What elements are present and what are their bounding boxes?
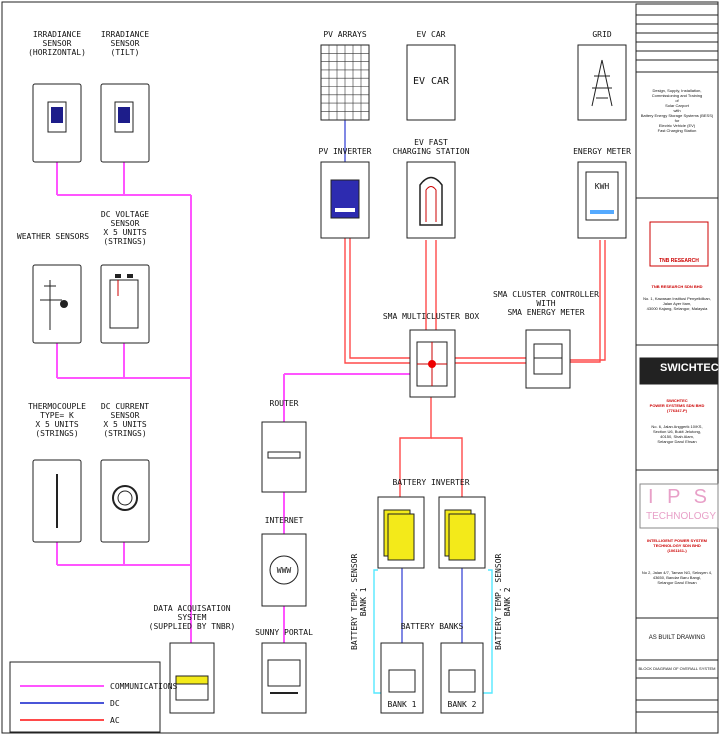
thermocouple-label: THERMOCOUPLE TYPE= K X 5 UNITS (STRINGS): [28, 402, 86, 438]
legend-label-dc: DC: [110, 699, 120, 708]
cluster-controller-label: SMA CLUSTER CONTROLLER WITH SMA ENERGY M…: [493, 290, 599, 317]
sunny-portal: [261, 642, 307, 714]
internet-label: INTERNET: [264, 516, 304, 525]
multicluster-label: SMA MULTICLUSTER BOX: [382, 312, 480, 321]
legend-label-communications: COMMUNICATIONS: [110, 682, 178, 691]
ev-car-box: [406, 44, 456, 121]
client-address: No. 1, Kawasan Institusi Penyelidikan, J…: [643, 296, 711, 311]
drawing-status: AS BUILT DRAWING: [648, 635, 706, 641]
project-description: Design, Supply, Installation, Commission…: [640, 88, 714, 133]
contractor-logo: SWICHTEC: [660, 362, 719, 374]
sma-cluster-controller: [525, 329, 571, 389]
client-logo: TNB RESEARCH: [659, 258, 699, 264]
communication-lines: [56, 162, 410, 643]
grid-box: [577, 44, 627, 121]
internet: [261, 533, 307, 607]
weather-sensors-label: WEATHER SENSORS: [16, 232, 90, 241]
battery-inverter-2: [438, 496, 486, 569]
legend-label-ac: AC: [110, 716, 120, 725]
dc-current-label: DC CURRENT SENSOR X 5 UNITS (STRINGS): [100, 402, 150, 438]
pv-arrays: [320, 44, 370, 121]
pv-arrays-label: PV ARRAYS: [323, 30, 367, 39]
consultant-address: No 2, Jalan 4/7, Taman NG, Seksyen 4, 43…: [641, 570, 713, 585]
weather-sensors: [32, 264, 82, 344]
www-label: WWW: [276, 566, 292, 575]
title-block: [635, 3, 719, 734]
consultant-logo-top: I P S: [648, 486, 711, 508]
battery-bank-2: [440, 642, 484, 714]
router: [261, 421, 307, 493]
drawing-title: BLOCK DIAGRAM OF OVERALL SYSTEM: [638, 666, 716, 671]
irradiance-sensor-horizontal: [32, 83, 82, 163]
dc-current-sensor: [100, 459, 150, 543]
router-label: ROUTER: [269, 399, 299, 408]
pv-inverter: [320, 161, 370, 239]
ev-car-box-label: EV CAR: [412, 76, 450, 87]
bank1-label: BANK 1: [387, 700, 417, 709]
consultant-name: INTELLIGENT POWER SYSTEM TECHNOLOGY SDN …: [646, 538, 707, 553]
temp-sensor-2-label: BATTERY TEMP. SENSOR BANK 2: [494, 553, 512, 650]
dc-lines: [344, 120, 463, 643]
battery-inverter-label: BATTERY INVERTER: [392, 478, 470, 487]
irradiance-horizontal-label: IRRADIANCE SENSOR (HORIZONTAL): [28, 30, 86, 57]
dc-voltage-sensor: [100, 264, 150, 344]
client-name: TNB RESEARCH SDN BHD: [651, 284, 703, 289]
ev-fast-label: EV FAST CHARGING STATION: [392, 138, 470, 156]
ev-car-label: EV CAR: [416, 30, 446, 39]
bank2-label: BANK 2: [447, 700, 477, 709]
legend: [9, 661, 161, 733]
battery-inverter-1: [377, 496, 425, 569]
irradiance-sensor-tilt: [100, 83, 150, 163]
contractor-address: No. 6, Jalan Anggerik 10/KS, Section U6,…: [651, 424, 703, 444]
battery-banks-label: BATTERY BANKS: [400, 622, 464, 631]
data-acquisition-label: DATA ACQUISATION SYSTEM (SUPPLIED BY TNB…: [148, 604, 236, 631]
dc-voltage-label: DC VOLTAGE SENSOR X 5 UNITS (STRINGS): [100, 210, 150, 246]
sma-multicluster-box: [409, 329, 456, 398]
pv-inverter-label: PV INVERTER: [318, 147, 372, 156]
ev-fast-charging-station: [406, 161, 456, 239]
kwh-label: KWH: [594, 182, 610, 191]
grid-label: GRID: [592, 30, 612, 39]
energy-meter-label: ENERGY METER: [573, 147, 631, 156]
battery-sensor-lines: [373, 569, 493, 694]
sunny-portal-label: SUNNY PORTAL: [255, 628, 313, 637]
irradiance-tilt-label: IRRADIANCE SENSOR (TILT): [100, 30, 150, 57]
consultant-logo-bottom: TECHNOLOGY: [646, 511, 717, 522]
battery-bank-1: [380, 642, 424, 714]
data-acquisition-system: [169, 642, 215, 714]
temp-sensor-1-label: BATTERY TEMP. SENSOR BANK 1: [350, 553, 368, 650]
thermocouple: [32, 459, 82, 543]
contractor-name: SWICHTEC POWER SYSTEMS SDN BHD (776347-P…: [649, 398, 705, 413]
energy-meter: [577, 161, 627, 239]
